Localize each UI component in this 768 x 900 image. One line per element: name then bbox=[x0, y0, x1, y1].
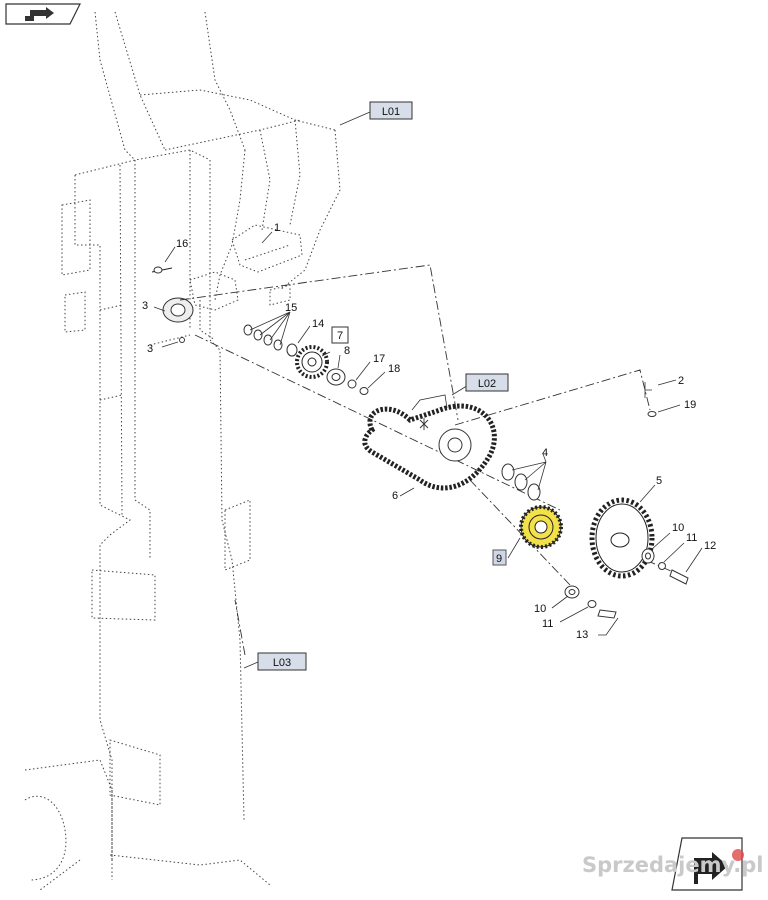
rod-2 bbox=[644, 382, 652, 398]
washer-11-right bbox=[658, 562, 666, 570]
callout-16: 16 bbox=[176, 238, 188, 250]
callout-19: 19 bbox=[684, 399, 696, 411]
sprocket-9-highlighted[interactable] bbox=[519, 505, 563, 549]
washer-10-right bbox=[641, 548, 655, 564]
reference-l02-label: L02 bbox=[478, 378, 496, 390]
callout-10-lower: 10 bbox=[534, 603, 546, 615]
callout-3-lower: 3 bbox=[147, 343, 153, 355]
callout-14: 14 bbox=[312, 318, 324, 330]
reference-l01[interactable]: L01 bbox=[369, 101, 413, 120]
callout-5: 5 bbox=[656, 475, 662, 487]
washer-10-lower bbox=[564, 585, 580, 599]
watermark: Sprzedajemy.pl bbox=[582, 849, 763, 877]
reference-l03-label: L03 bbox=[273, 657, 291, 669]
sprocket-7 bbox=[295, 345, 329, 379]
explosion-lines bbox=[179, 264, 681, 656]
washer-8 bbox=[326, 368, 346, 386]
reference-l01-label: L01 bbox=[382, 106, 400, 118]
back-arrow-icon bbox=[25, 7, 54, 21]
rings-15 bbox=[243, 311, 291, 351]
bolt-13 bbox=[597, 609, 617, 619]
callout-9-box[interactable]: 9 bbox=[492, 549, 507, 566]
washer-11-lower bbox=[587, 600, 597, 608]
leader-lines bbox=[153, 111, 703, 669]
pivot-assembly bbox=[151, 266, 194, 343]
callout-7-box[interactable]: 7 bbox=[331, 326, 349, 344]
forward-arrow-icon bbox=[694, 852, 728, 884]
machine-frame bbox=[24, 11, 341, 891]
callout-8: 8 bbox=[344, 345, 350, 357]
washer-17 bbox=[347, 379, 357, 389]
forward-button[interactable] bbox=[671, 837, 743, 891]
callout-9: 9 bbox=[496, 553, 502, 565]
callout-2: 2 bbox=[678, 375, 684, 387]
reference-l03[interactable]: L03 bbox=[257, 652, 307, 671]
callout-15: 15 bbox=[285, 302, 297, 314]
pin-19 bbox=[647, 411, 657, 417]
callout-7: 7 bbox=[337, 330, 343, 342]
callout-11-lower: 11 bbox=[542, 618, 553, 630]
callout-17: 17 bbox=[373, 353, 385, 365]
callout-12: 12 bbox=[704, 540, 716, 552]
callout-3-upper: 3 bbox=[142, 300, 148, 312]
back-button[interactable] bbox=[5, 3, 81, 25]
callout-1: 1 bbox=[274, 222, 280, 234]
callout-6: 6 bbox=[392, 490, 398, 502]
rings-4 bbox=[501, 461, 547, 501]
bolt-12 bbox=[669, 569, 689, 585]
sprocket-5 bbox=[589, 497, 655, 579]
callout-11-right: 11 bbox=[686, 532, 697, 544]
bolt-18 bbox=[359, 387, 369, 395]
callout-4: 4 bbox=[542, 447, 548, 459]
callout-10-right: 10 bbox=[672, 522, 684, 534]
reference-l02[interactable]: L02 bbox=[465, 373, 509, 392]
bushing-14 bbox=[286, 343, 298, 357]
callout-18: 18 bbox=[388, 363, 400, 375]
callout-labels: 1 2 3 3 4 5 6 8 10 10 11 11 12 13 14 15 … bbox=[142, 222, 716, 641]
chain-6 bbox=[362, 394, 497, 491]
callout-13: 13 bbox=[576, 629, 588, 641]
